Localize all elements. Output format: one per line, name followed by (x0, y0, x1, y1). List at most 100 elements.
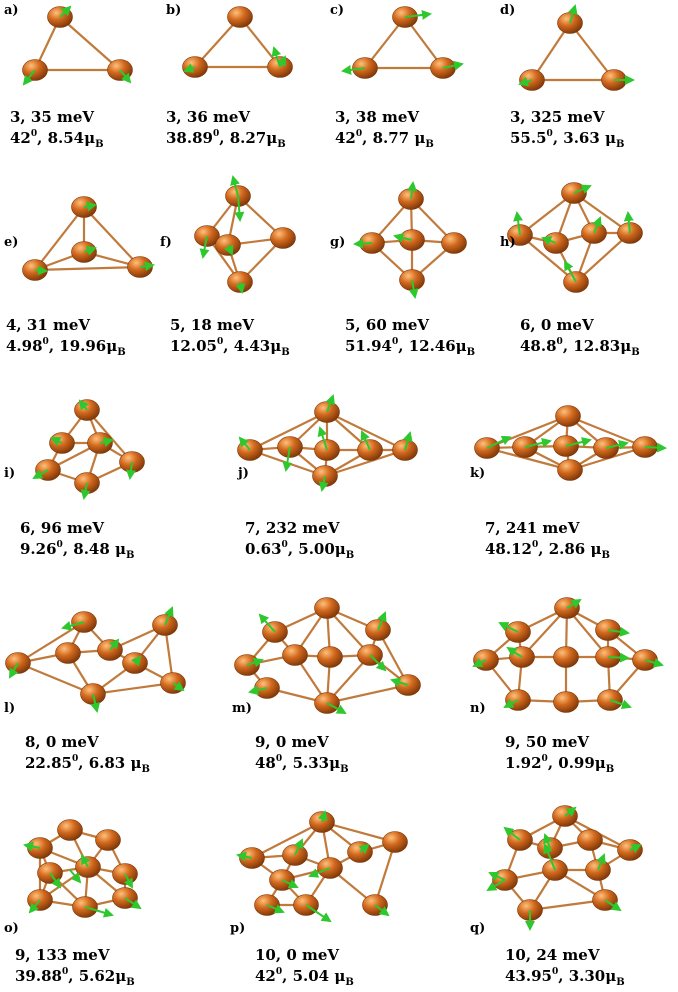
spin-arrow (317, 810, 328, 823)
panel-letter: c) (330, 3, 344, 18)
spin-arrow (59, 5, 72, 18)
spin-arrow (317, 426, 328, 451)
spin-arrow (486, 879, 506, 892)
spin-arrow (472, 657, 487, 667)
spin-arrow (567, 4, 578, 24)
energy-label: 6, 0 meV (520, 316, 594, 334)
spin-arrow (604, 899, 622, 912)
spin-arrow (22, 69, 36, 86)
spin-arrow (341, 64, 366, 75)
spin-arrow (488, 871, 506, 881)
spin-arrow (404, 9, 432, 20)
spin-arrow (564, 260, 577, 283)
spin-arrow (503, 698, 519, 708)
spin-arrow (623, 211, 634, 234)
spin-arrow (644, 442, 667, 453)
atom (553, 691, 579, 713)
energy-label: 3, 36 meV (166, 108, 250, 126)
panel-letter: m) (232, 701, 252, 716)
spin-arrow (360, 430, 371, 451)
atom (57, 819, 83, 841)
panel-letter: i) (4, 466, 15, 481)
spin-arrow (126, 461, 136, 480)
spin-arrow (224, 244, 234, 256)
spin-arrow (258, 613, 276, 633)
bond (249, 411, 328, 451)
spin-arrow (629, 844, 642, 854)
spin-arrow (9, 662, 19, 679)
energy-label: 10, 0 meV (255, 946, 339, 964)
bond (486, 414, 569, 450)
spin-arrow (566, 598, 582, 609)
spin-arrow (564, 806, 577, 817)
bond (519, 234, 577, 283)
spin-arrow (393, 232, 413, 243)
spin-arrow (139, 261, 155, 272)
panel-letter: h) (500, 235, 516, 250)
spin-arrow (281, 879, 299, 889)
spin-arrow (23, 841, 41, 852)
atom (441, 232, 467, 254)
energy-label: 7, 232 meV (245, 519, 340, 537)
moment-label: 48.120, 2.86 μB (485, 540, 610, 561)
spin-arrow (609, 699, 632, 710)
moment-label: 12.050, 4.43μB (170, 337, 290, 358)
moment-label: 9.260, 8.48 μB (20, 540, 134, 561)
atom (227, 6, 253, 28)
spin-arrow (503, 826, 521, 841)
moment-label: 39.880, 5.62μB (15, 967, 135, 988)
spin-arrow (119, 69, 132, 84)
bond (251, 821, 323, 859)
energy-label: 9, 0 meV (255, 733, 329, 751)
energy-label: 5, 18 meV (170, 316, 254, 334)
atom (55, 642, 81, 664)
panel-letter: q) (470, 921, 485, 936)
spin-arrow (199, 235, 210, 259)
bond (373, 841, 397, 906)
spin-arrow (308, 867, 331, 878)
bond (575, 232, 631, 283)
energy-label: 7, 241 meV (485, 519, 580, 537)
moment-label: 22.850, 6.83 μB (25, 754, 150, 775)
panel-letter: f) (160, 235, 172, 250)
moment-label: 420, 8.54μB (10, 129, 104, 150)
spin-arrow (50, 437, 63, 447)
bond (83, 206, 141, 268)
panel-letter: k) (470, 466, 485, 481)
spin-arrow (644, 657, 664, 668)
spin-arrow (164, 606, 174, 626)
atom (382, 831, 408, 853)
spin-arrow (271, 46, 282, 68)
moment-label: 43.950, 3.30μB (505, 967, 625, 988)
spin-arrow (90, 693, 101, 713)
spin-arrow (486, 435, 512, 449)
spin-arrow (234, 195, 245, 222)
panel-letter: d) (500, 3, 515, 18)
spin-arrow (235, 281, 246, 294)
spin-arrow (573, 184, 592, 194)
bond (531, 22, 571, 81)
spin-arrow (123, 873, 133, 889)
spin-arrow (266, 904, 285, 914)
spin-arrow (61, 620, 85, 631)
spin-arrow (84, 906, 114, 918)
energy-label: 3, 35 meV (10, 108, 94, 126)
spin-arrow (282, 446, 293, 472)
panel-letter: n) (470, 701, 486, 716)
spin-arrow (80, 482, 91, 500)
spin-arrow (543, 843, 556, 871)
bond (59, 16, 121, 71)
atom (555, 405, 581, 427)
spin-arrow (124, 897, 142, 910)
spin-arrow (69, 869, 82, 884)
spin-arrow (407, 181, 417, 200)
spin-arrow (326, 702, 347, 714)
